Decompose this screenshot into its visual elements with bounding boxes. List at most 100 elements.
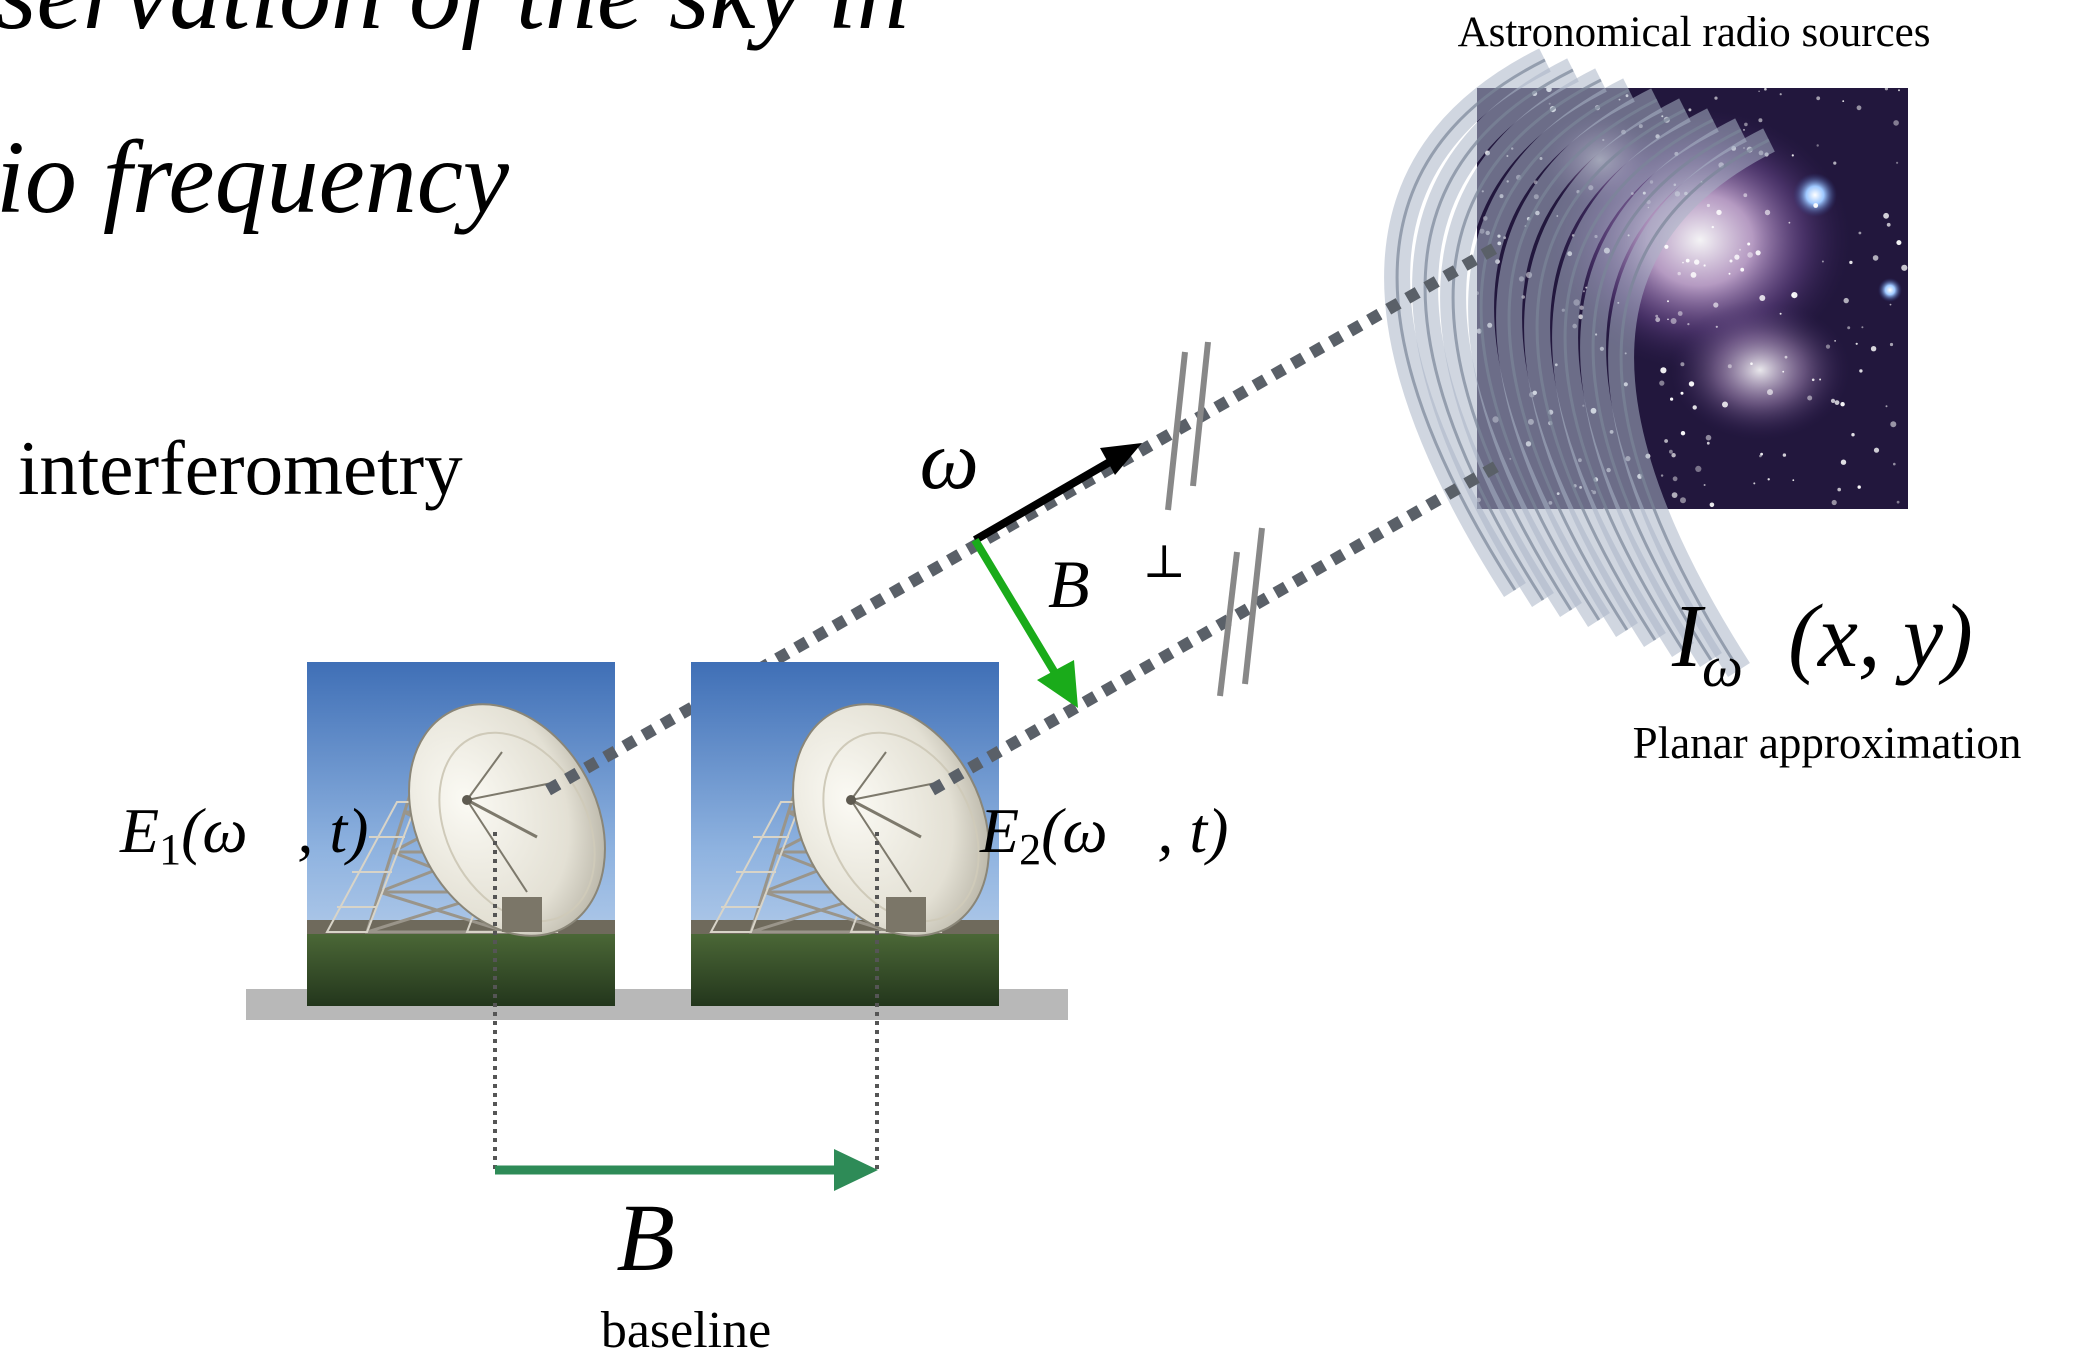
radio-telescope-dish-icon <box>691 662 999 1006</box>
perpendicular-baseline-arrow <box>971 537 1078 708</box>
star <box>1664 244 1669 249</box>
star <box>1821 260 1824 263</box>
wavefront-edge <box>1423 68 1574 601</box>
star <box>1782 370 1785 373</box>
e1-field-label: E1(ω⃗, t) <box>119 795 368 874</box>
star <box>1890 421 1897 428</box>
star <box>1834 400 1840 405</box>
star <box>1893 462 1896 466</box>
star <box>1889 342 1894 347</box>
star <box>1791 292 1798 299</box>
star <box>1885 405 1888 408</box>
wavefront-edge <box>1451 78 1602 611</box>
star <box>1764 88 1767 91</box>
star <box>1755 250 1761 256</box>
star <box>1734 254 1740 260</box>
star <box>1872 255 1879 261</box>
star <box>1711 225 1715 229</box>
star <box>1851 433 1855 437</box>
wavefront-edge <box>1591 128 1742 661</box>
wavefront-edge <box>1479 88 1630 621</box>
star <box>1767 389 1773 396</box>
star <box>1750 362 1753 366</box>
star <box>1692 405 1697 410</box>
star <box>1667 318 1669 321</box>
star <box>1759 454 1762 458</box>
star <box>1695 465 1702 472</box>
baseline-symbol: B⃗ <box>616 1184 749 1291</box>
star <box>1782 453 1787 457</box>
star <box>1856 105 1862 111</box>
star <box>1694 259 1700 265</box>
star <box>1672 476 1678 482</box>
star <box>1764 209 1771 216</box>
star <box>1840 402 1845 407</box>
star <box>1784 355 1788 359</box>
star <box>1753 482 1756 485</box>
star <box>1893 120 1899 126</box>
star <box>1703 264 1706 267</box>
star <box>1690 272 1697 278</box>
star <box>1889 303 1892 306</box>
star <box>1655 317 1661 323</box>
omega-label: ω⃗ <box>920 414 1045 507</box>
parallel-marker-1 <box>1165 341 1211 511</box>
star <box>1901 264 1908 271</box>
star <box>1831 499 1837 506</box>
star <box>1703 484 1706 486</box>
planar-approximation-label: Planar approximation <box>1633 718 2022 768</box>
star <box>1706 203 1710 208</box>
star <box>1842 100 1845 102</box>
star <box>1664 439 1668 443</box>
star <box>1671 492 1678 498</box>
star <box>1706 441 1710 445</box>
star <box>1713 302 1719 308</box>
star <box>1830 398 1836 403</box>
star <box>1671 453 1676 458</box>
star <box>1779 312 1782 315</box>
star <box>1834 340 1836 342</box>
star <box>1859 369 1863 373</box>
star <box>1747 242 1751 246</box>
star <box>1660 474 1664 477</box>
star <box>1739 248 1741 251</box>
star <box>1758 118 1763 123</box>
intensity-label: Iω⃗(x, y) <box>1671 587 1973 699</box>
star <box>1680 431 1686 436</box>
star <box>1779 93 1782 96</box>
sky-caption: Astronomical radio sources <box>1458 9 1931 56</box>
star <box>1743 128 1745 131</box>
heading-line-2: io frequency <box>0 120 510 235</box>
wavefront-edge <box>1563 118 1714 651</box>
star <box>1715 325 1718 328</box>
star <box>1740 267 1745 272</box>
star <box>1791 154 1794 157</box>
star <box>1688 108 1692 112</box>
star <box>1837 487 1841 492</box>
wavefront-edge <box>1619 138 1770 671</box>
star <box>1816 96 1821 101</box>
star <box>1743 193 1748 198</box>
star <box>1883 212 1889 219</box>
star <box>1655 314 1659 318</box>
baseline-vector-arrow <box>495 1149 878 1191</box>
star <box>1896 500 1900 504</box>
star <box>1729 259 1733 263</box>
star <box>1744 122 1748 127</box>
star <box>1660 367 1667 374</box>
baseline-label: baseline <box>601 1302 771 1359</box>
b-perp-label: B⃗⊥ <box>1048 536 1186 622</box>
star <box>1760 452 1763 456</box>
star <box>1687 323 1690 326</box>
star <box>1873 447 1880 453</box>
star <box>1682 261 1684 264</box>
star <box>1861 326 1864 329</box>
star <box>1579 305 1584 310</box>
star <box>1670 318 1677 324</box>
star <box>1792 479 1795 482</box>
star <box>1833 161 1837 165</box>
star <box>1811 378 1815 382</box>
star <box>1825 344 1831 349</box>
star <box>1680 362 1685 367</box>
